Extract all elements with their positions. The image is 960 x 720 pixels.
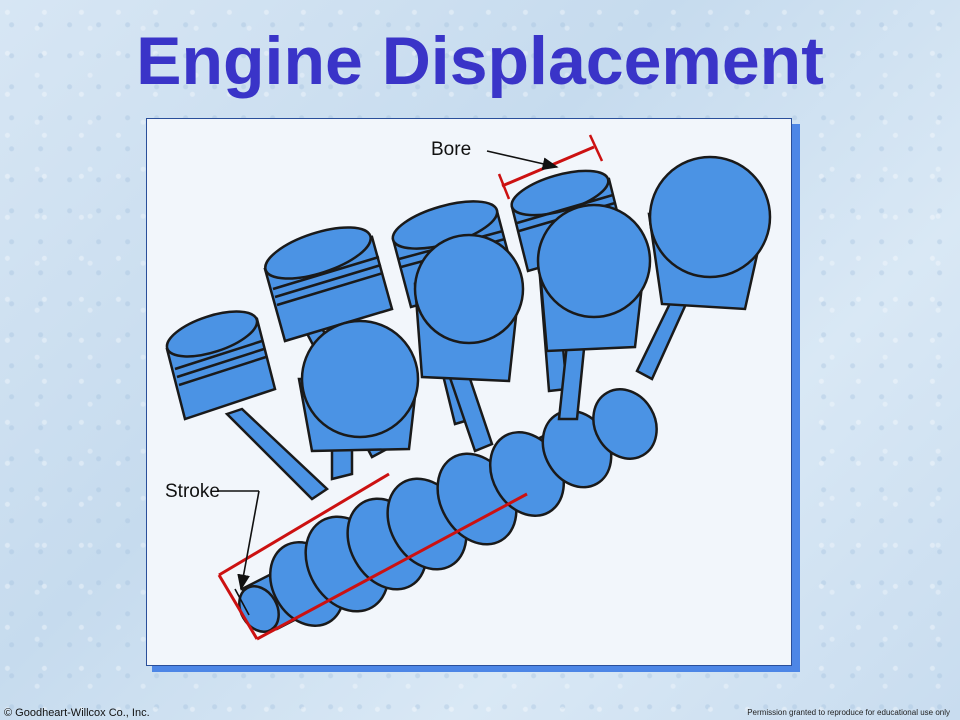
piston-back-2 <box>263 226 394 343</box>
permission-text: Permission granted to reproduce for educ… <box>747 708 950 717</box>
bore-dimension: Bore <box>431 134 604 200</box>
stroke-dimension: Stroke <box>165 472 528 641</box>
engine-illustration: Bore Stroke <box>165 134 772 641</box>
crankshaft <box>238 388 658 633</box>
front-row-pistons <box>297 155 772 453</box>
slide-title: Engine Displacement <box>136 23 824 99</box>
piston-front-2 <box>413 233 525 383</box>
stroke-label: Stroke <box>165 481 220 502</box>
piston-back-1 <box>165 310 277 421</box>
bore-label: Bore <box>431 139 471 160</box>
piston-front-4 <box>647 155 772 311</box>
copyright-text: © Goodheart-Willcox Co., Inc. <box>4 707 150 719</box>
engine-figure-panel: Bore Stroke <box>146 118 792 666</box>
piston-front-1 <box>297 319 420 453</box>
piston-front-3 <box>536 203 652 353</box>
